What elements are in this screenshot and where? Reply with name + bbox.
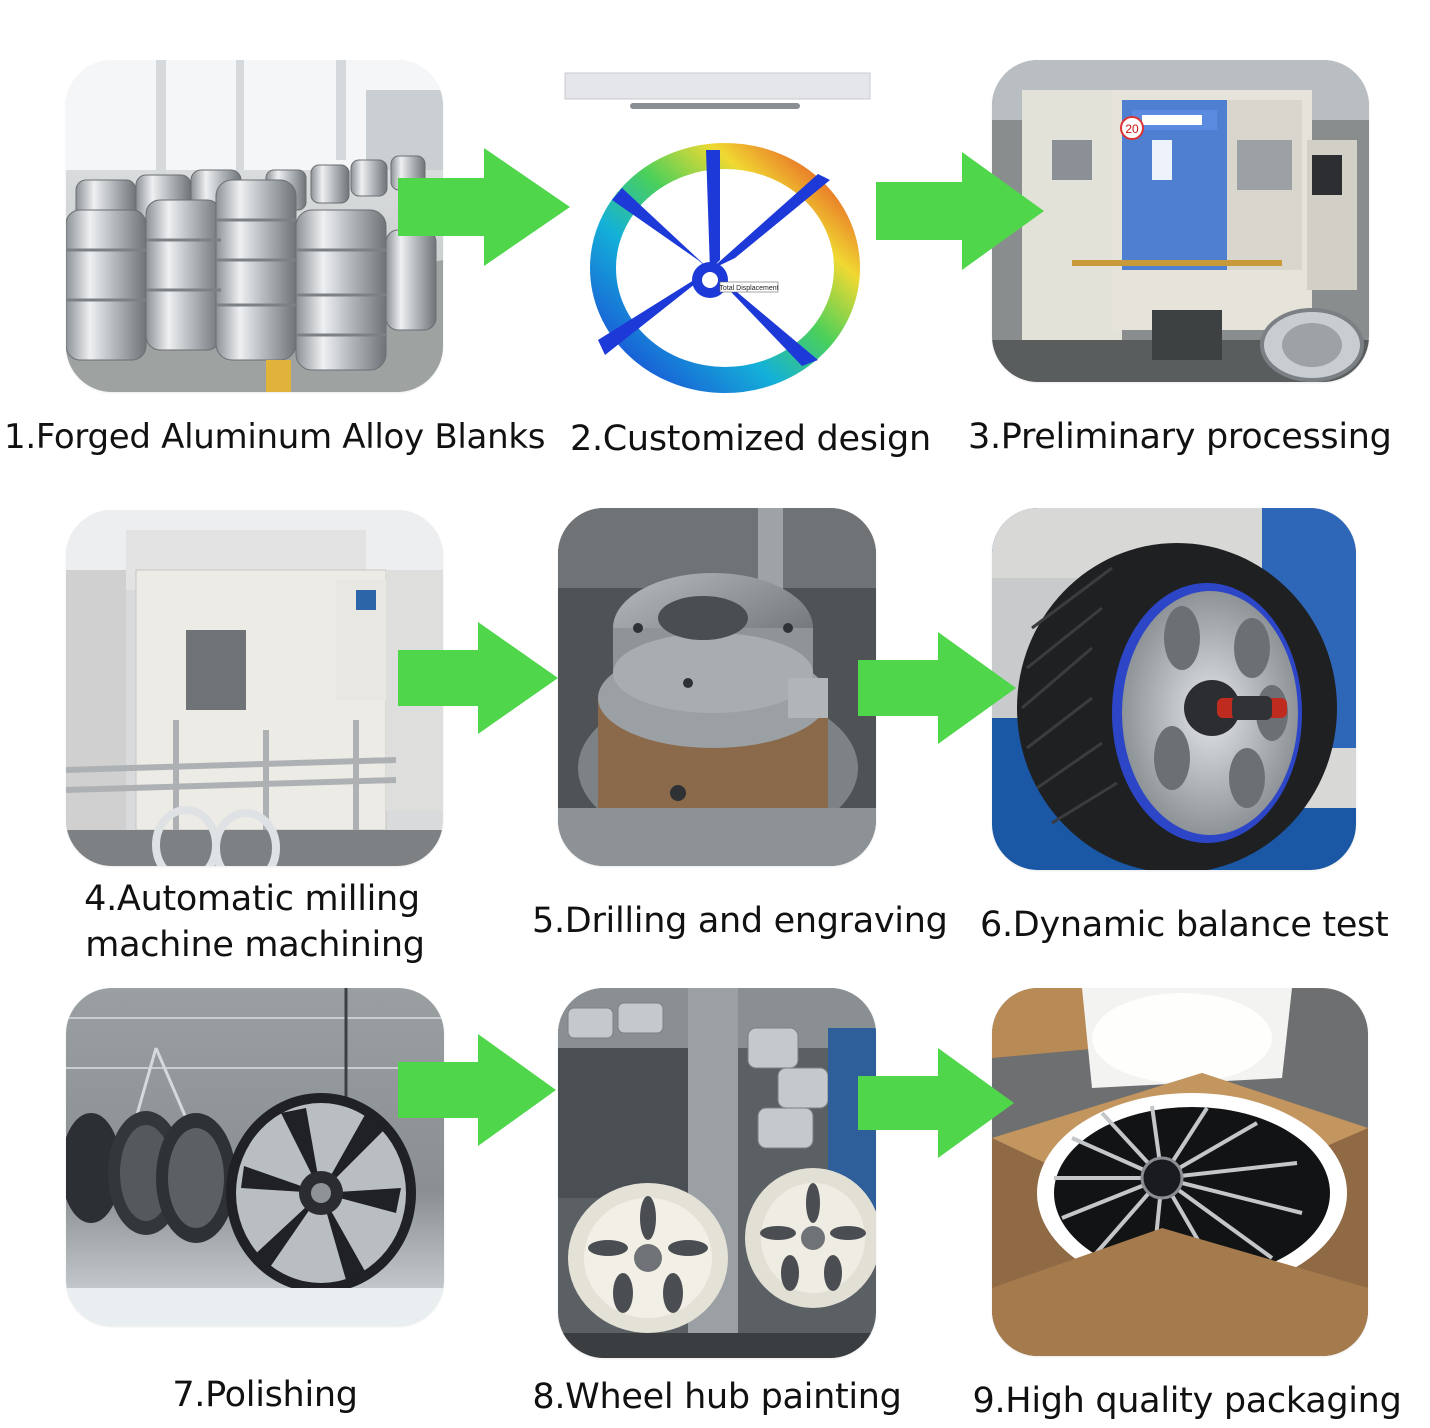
step-9-caption: 9.High quality packaging: [972, 1381, 1402, 1421]
cnc-machining-center-photo: 20: [992, 60, 1369, 382]
step-7-caption: 7.Polishing: [172, 1375, 358, 1415]
machine-number-badge: 20: [1125, 122, 1139, 136]
arrow-icon: [398, 148, 570, 266]
stacked-wheel-blanks-photo: [66, 60, 443, 392]
arrow-icon: [858, 632, 1016, 744]
hanging-wheels-photo: [66, 988, 444, 1326]
simulation-label: Total Displacement: [719, 285, 778, 292]
step-1-caption: 1.Forged Aluminum Alloy Blanks: [4, 417, 546, 457]
tire-balancer-photo: [992, 508, 1356, 870]
painted-wheels-photo: [558, 988, 876, 1358]
wheel-fea-simulation-render: Total Displacement: [560, 70, 873, 395]
step-3-caption: 3.Preliminary processing: [968, 417, 1392, 457]
arrow-icon: [876, 152, 1044, 270]
drilling-chuck-photo: [558, 508, 876, 866]
step-4-caption-line2: machine machining: [85, 925, 425, 965]
milling-machine-photo: [66, 510, 443, 866]
step-8-caption: 8.Wheel hub painting: [532, 1377, 902, 1417]
step-4-caption-line1: 4.Automatic milling: [84, 879, 420, 919]
step-6-caption: 6.Dynamic balance test: [980, 905, 1389, 945]
arrow-icon: [858, 1048, 1014, 1158]
arrow-icon: [398, 622, 558, 734]
step-5-caption: 5.Drilling and engraving: [532, 901, 948, 941]
arrow-icon: [398, 1034, 556, 1146]
step-2-caption: 2.Customized design: [570, 419, 931, 459]
boxed-wheel-photo: [992, 988, 1368, 1356]
